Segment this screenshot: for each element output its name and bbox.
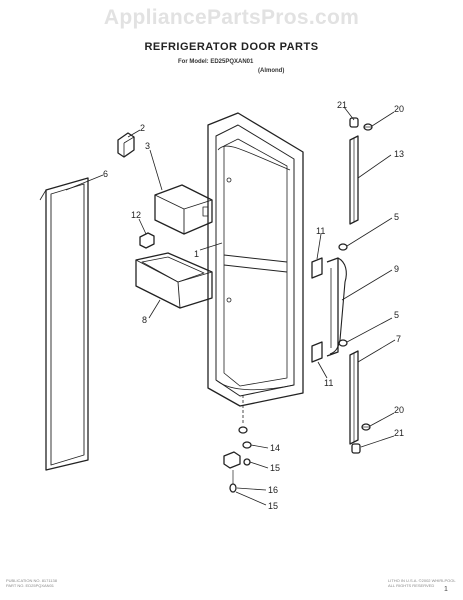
callout-14: 14 [270,443,280,453]
callout-20-lower: 20 [394,405,404,415]
callout-labels: 2 3 6 12 1 8 21 20 13 5 11 9 5 7 11 20 2… [103,100,404,511]
screw-5-upper[interactable] [338,243,348,251]
callout-6: 6 [103,169,108,179]
screw-5-lower[interactable] [338,339,348,347]
leader-lines [65,106,396,506]
lower-handle-trim[interactable] [349,350,359,445]
footer-left-line-2: PART NO. ED25PQXAN01 [6,583,55,588]
plug-21-lower[interactable] [351,443,361,454]
page-number: 1 [444,586,448,593]
upper-handle-trim[interactable] [349,135,359,225]
bin-clip[interactable] [139,232,155,249]
callout-16: 16 [268,485,278,495]
callout-9: 9 [394,264,399,274]
handle-end-cap-upper[interactable] [311,257,323,279]
callout-21-upper: 21 [337,100,347,110]
hinge-pin[interactable] [238,395,248,434]
callout-13: 13 [394,149,404,159]
model-label: For Model: ED25PQXAN01 [178,59,254,65]
callout-11-upper: 11 [316,226,325,236]
screw-15-lower[interactable] [229,470,237,493]
callout-5-upper: 5 [394,212,399,222]
footer-left-line-1: PUBLICATION NO. 8171138 [6,578,57,583]
screw-20-upper[interactable] [363,123,373,131]
door-shelf-bin[interactable] [135,252,213,309]
handle-end-cap-lower[interactable] [311,341,323,363]
door-gasket[interactable] [39,177,89,471]
plug-21-upper[interactable] [349,117,359,128]
callout-7: 7 [396,334,401,344]
callout-12: 12 [131,210,141,220]
callout-15-upper: 15 [270,463,280,473]
callout-8: 8 [142,315,147,325]
washer-14[interactable] [242,441,252,449]
door-handle[interactable] [326,257,347,357]
footer-copyright: LITHO IN U.S.A. ©2002 WHIRLPOOL ALL RIGH… [388,578,456,588]
variant-label: (Almond) [258,68,285,74]
bushing-15[interactable] [243,458,251,466]
footer-right-line-1: LITHO IN U.S.A. ©2002 WHIRLPOOL [388,578,456,583]
hinge-16[interactable] [223,451,241,469]
footer-publication: PUBLICATION NO. 8171138 PART NO. ED25PQX… [6,578,57,588]
dairy-compartment[interactable] [154,184,213,235]
footer-right-line-2: ALL RIGHTS RESERVED [388,583,435,588]
callout-3: 3 [145,141,150,151]
diagram-title: REFRIGERATOR DOOR PARTS [144,41,319,53]
watermark: AppliancePartsPros.com [103,6,360,29]
refrigerator-door[interactable] [207,112,304,407]
callout-20-upper: 20 [394,104,404,114]
screw-20-lower[interactable] [361,423,371,431]
callout-21-lower: 21 [394,428,404,438]
hinge-bracket[interactable] [117,132,135,158]
callout-2: 2 [140,123,145,133]
callout-5-lower: 5 [394,310,399,320]
callout-1: 1 [194,249,199,259]
callout-11-lower: 11 [324,378,333,388]
callout-15-lower: 15 [268,501,278,511]
